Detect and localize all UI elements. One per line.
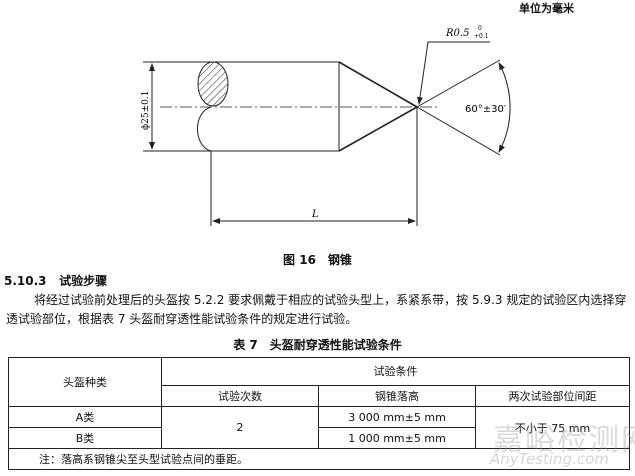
count-cell: 2 [161, 406, 319, 449]
cone-edge [338, 106, 418, 152]
spacing-cell: 不小于 75 mm [475, 406, 630, 449]
unit-note: 单位为毫米 [519, 2, 574, 15]
body-paragraph: 将经过试验前处理后的头盔按 5.2.2 要求佩戴于相应的试验头型上，系紧系带，按… [6, 293, 627, 326]
header-spacing: 两次试验部位间距 [475, 384, 630, 408]
svg-text:0: 0 [478, 25, 482, 32]
diameter-label: ϕ25±0.1 [141, 91, 151, 130]
watermark-logo: 嘉峪检测网 [493, 423, 635, 458]
radius-label: R0.5 [445, 28, 469, 39]
section-hatch [197, 61, 229, 107]
header-helmet-type: 头盔种类 [8, 357, 162, 407]
table-row: B类 1 000 mm±5 mm [8, 427, 630, 449]
section-heading: 5.10.3 试验步骤 [4, 274, 108, 288]
table-note: 注：落高系钢锥尖至头型试验点间的垂距。 [8, 448, 630, 470]
length-label: L [311, 209, 319, 220]
figure-caption: 图 16 钢锥 [283, 253, 352, 267]
test-conditions-table: 头盔种类 试验条件 试验次数 钢锥落高 两次试验部位间距 A类 2 3 000 … [8, 357, 630, 470]
svg-text:+0.1: +0.1 [474, 33, 489, 40]
watermark-url: AnyTesting.com [490, 450, 609, 468]
angle-label: 60°±30′ [465, 104, 507, 115]
header-drop-height: 钢锥落高 [318, 384, 476, 408]
header-test-conditions: 试验条件 [161, 357, 630, 386]
header-count: 试验次数 [161, 384, 319, 408]
steel-cone-drawing: R0.5 0 +0.1 60°±30′ L ϕ25±0.1 [141, 25, 511, 226]
table-row: A类 2 3 000 mm±5 mm 不小于 75 mm [8, 406, 630, 449]
cone-edge [338, 61, 418, 108]
table-caption: 表 7 头盔耐穿透性能试验条件 [233, 338, 402, 352]
